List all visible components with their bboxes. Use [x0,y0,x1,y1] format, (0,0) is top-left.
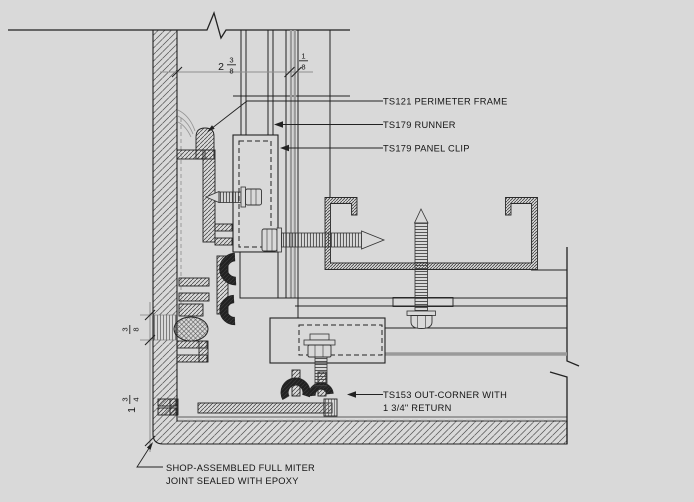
callout-leaders [136,100,383,468]
screw-channel-horizontal [261,227,386,253]
callout-out-corner-line2: 1 3/4" RETURN [383,403,452,413]
dim-2-3-8: 2 3 8 [218,56,236,76]
dim-denominator: 8 [229,67,233,76]
note-miter-line1: SHOP-ASSEMBLED FULL MITER [166,463,315,473]
bolt-bottom-clip [303,333,336,388]
out-corner-return-end [323,398,338,417]
dimension-left: 3 8 1 3 4 [121,302,156,452]
panel-clip-dashed-vertical [238,140,272,248]
dim-3-8: 3 8 [121,325,141,334]
break-line-right [549,247,580,444]
dim-numerator: 1 [301,52,305,61]
panel-skin-lines [289,30,296,298]
dim-1-3-4: 1 3 4 [121,395,141,413]
dim-numerator: 3 [121,327,130,331]
dim-denominator: 8 [301,63,305,72]
callout-arrowheads [146,121,356,450]
callout-out-corner-line1: TS153 OUT-CORNER WITH [383,390,507,400]
dim-1-8: 1 8 [299,52,308,72]
dim-whole: 1 [126,407,138,413]
break-line-top [8,11,350,40]
out-corner-return-plate [197,402,333,414]
callout-panel-clip: TS179 PANEL CLIP [383,144,470,154]
perimeter-frame-hooks [219,252,237,326]
panel-clip-dashed-bottom [298,324,383,356]
screw-frame-left [204,186,262,208]
dim-numerator: 3 [229,56,233,65]
runner-assembly-vertical [232,134,279,299]
callout-perimeter-frame: TS121 PERIMETER FRAME [383,97,508,107]
dim-whole: 2 [218,61,224,73]
dim-numerator: 3 [121,397,130,401]
dim-denominator: 8 [132,327,141,331]
dimension-top: 2 3 8 1 8 [160,52,313,78]
screw-channel-vertical [406,208,436,329]
gasket [173,316,209,342]
note-miter-line2: JOINT SEALED WITH EPOXY [166,476,299,486]
callout-runner: TS179 RUNNER [383,120,456,130]
furring-channel [324,197,538,270]
dim-denominator: 4 [132,397,141,401]
panel-bend-lines [177,109,196,138]
